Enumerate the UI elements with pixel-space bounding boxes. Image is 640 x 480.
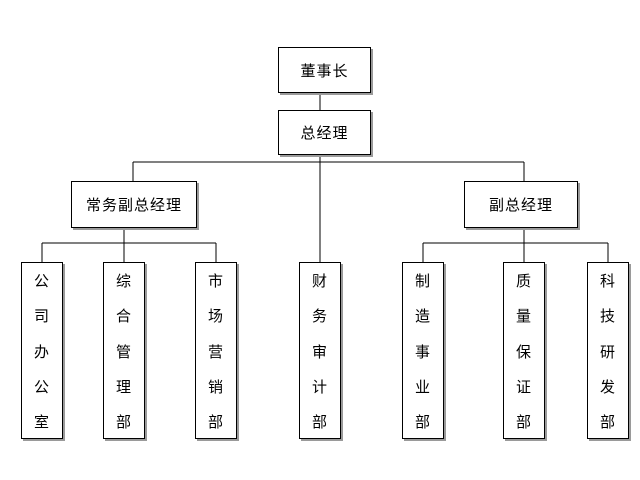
dept-label-char: 计 bbox=[311, 377, 328, 396]
dept-label-char: 审 bbox=[311, 342, 328, 361]
dept-label-char: 研 bbox=[599, 342, 616, 361]
general-manager-label: 总经理 bbox=[300, 124, 349, 142]
dept-label-char: 事 bbox=[414, 342, 431, 361]
dept-label-char: 部 bbox=[414, 413, 431, 431]
dept-general-office: 公司办公室 bbox=[21, 262, 63, 439]
chairman-label: 董事长 bbox=[300, 61, 349, 80]
dept-label-char: 业 bbox=[414, 377, 431, 396]
dept-label-char: 合 bbox=[115, 307, 132, 326]
dept-finance-audit: 财务审计部 bbox=[299, 262, 341, 439]
dept-label-char: 发 bbox=[599, 377, 616, 396]
dept-label-char: 技 bbox=[599, 307, 616, 326]
executive-vice-gm-label: 常务副总经理 bbox=[85, 196, 182, 214]
dept-label-char: 综 bbox=[115, 272, 132, 290]
dept-label-char: 保 bbox=[515, 342, 532, 361]
dept-label-char: 造 bbox=[414, 307, 431, 326]
dept-label-char: 部 bbox=[207, 413, 224, 431]
dept-label-char: 部 bbox=[311, 413, 328, 431]
dept-quality-assurance: 质量保证部 bbox=[503, 262, 545, 439]
dept-label-char: 管 bbox=[115, 342, 132, 361]
dept-label-char: 销 bbox=[207, 377, 224, 396]
dept-label-char: 部 bbox=[515, 413, 532, 431]
dept-marketing: 市场营销部 bbox=[195, 262, 237, 439]
dept-label-char: 办 bbox=[33, 342, 50, 361]
vice-gm-label: 副总经理 bbox=[488, 196, 553, 214]
dept-label-char: 部 bbox=[115, 413, 132, 431]
dept-label-char: 财 bbox=[311, 272, 328, 290]
dept-label-char: 场 bbox=[207, 307, 224, 326]
dept-label-char: 室 bbox=[33, 413, 50, 431]
dept-label-char: 务 bbox=[311, 307, 328, 326]
chairman-box: 董事长 bbox=[278, 47, 371, 93]
dept-label-char: 司 bbox=[33, 307, 50, 326]
dept-general-management: 综合管理部 bbox=[103, 262, 145, 439]
dept-label-char: 科 bbox=[599, 272, 616, 290]
dept-label-char: 营 bbox=[207, 342, 224, 361]
dept-label-char: 市 bbox=[207, 272, 224, 290]
vice-gm-box: 副总经理 bbox=[464, 181, 578, 228]
dept-label-char: 理 bbox=[115, 377, 132, 396]
dept-research-development: 科技研发部 bbox=[587, 262, 629, 439]
executive-vice-gm-box: 常务副总经理 bbox=[71, 181, 197, 228]
dept-label-char: 部 bbox=[599, 413, 616, 431]
general-manager-box: 总经理 bbox=[278, 110, 371, 155]
dept-label-char: 制 bbox=[414, 272, 431, 290]
dept-label-char: 量 bbox=[515, 307, 532, 326]
dept-label-char: 公 bbox=[33, 377, 50, 396]
dept-label-char: 公 bbox=[33, 272, 50, 290]
dept-manufacturing: 制造事业部 bbox=[402, 262, 444, 439]
dept-label-char: 质 bbox=[515, 272, 532, 290]
dept-label-char: 证 bbox=[515, 377, 532, 396]
